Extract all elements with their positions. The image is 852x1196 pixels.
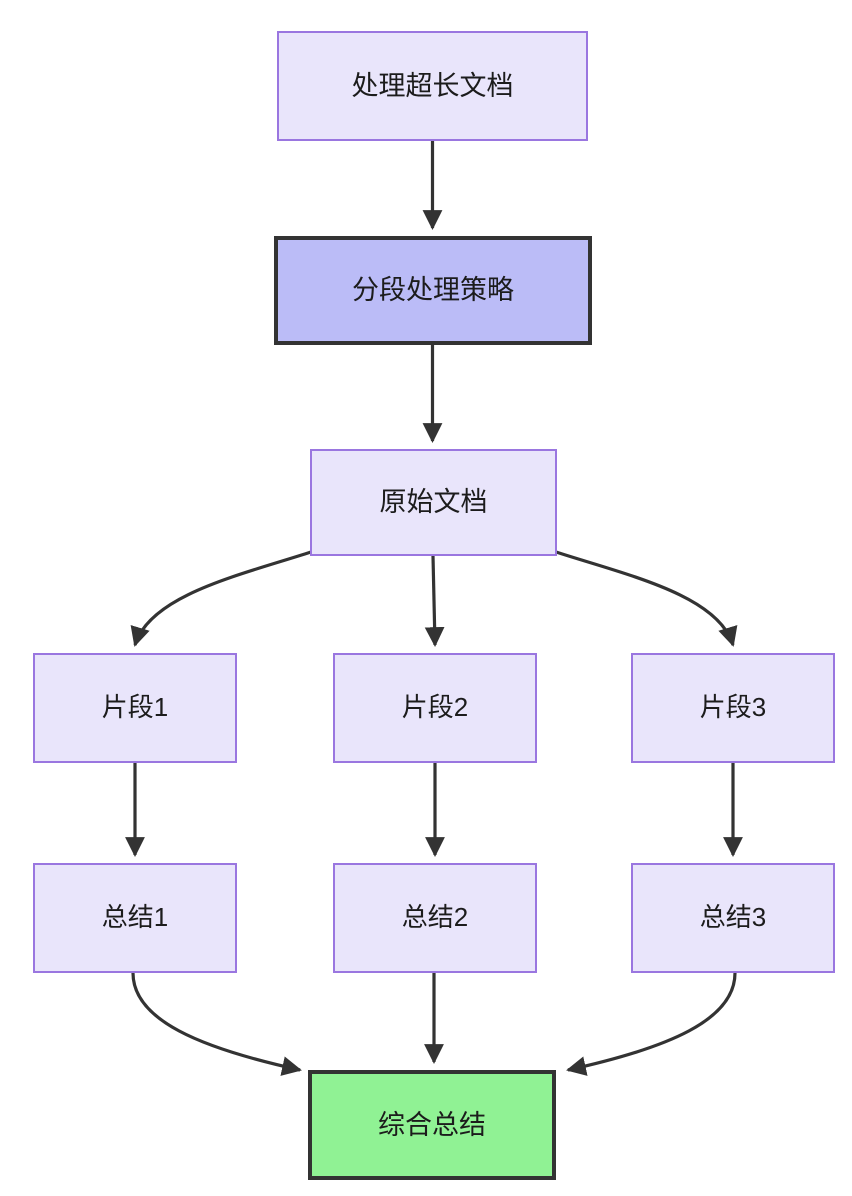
- node-label: 原始文档: [379, 487, 488, 518]
- node-label: 总结1: [101, 902, 169, 933]
- node-chunking-strategy[interactable]: 分段处理策略: [274, 236, 592, 345]
- node-label: 片段2: [401, 692, 469, 723]
- edge-n9-n10: [566, 972, 737, 1076]
- node-label: 总结3: [699, 902, 767, 933]
- node-process-long-document[interactable]: 处理超长文档: [277, 31, 588, 141]
- edge-n3-n5: [424, 555, 445, 647]
- node-summary-3[interactable]: 总结3: [631, 863, 835, 973]
- node-label: 处理超长文档: [351, 70, 514, 101]
- node-original-document[interactable]: 原始文档: [310, 449, 557, 556]
- node-label: 综合总结: [378, 1109, 486, 1140]
- node-label: 片段1: [101, 692, 169, 723]
- edge-n3-n6: [555, 550, 738, 647]
- node-summary-2[interactable]: 总结2: [333, 863, 537, 973]
- node-fragment-2[interactable]: 片段2: [333, 653, 537, 763]
- edge-n3-n4: [130, 550, 312, 647]
- edge-n7-n10: [131, 972, 302, 1076]
- node-fragment-3[interactable]: 片段3: [631, 653, 835, 763]
- node-label: 分段处理策略: [352, 275, 514, 306]
- node-label: 片段3: [699, 692, 767, 723]
- node-label: 总结2: [401, 902, 469, 933]
- node-fragment-1[interactable]: 片段1: [33, 653, 237, 763]
- node-summary-1[interactable]: 总结1: [33, 863, 237, 973]
- node-final-summary[interactable]: 综合总结: [308, 1070, 556, 1180]
